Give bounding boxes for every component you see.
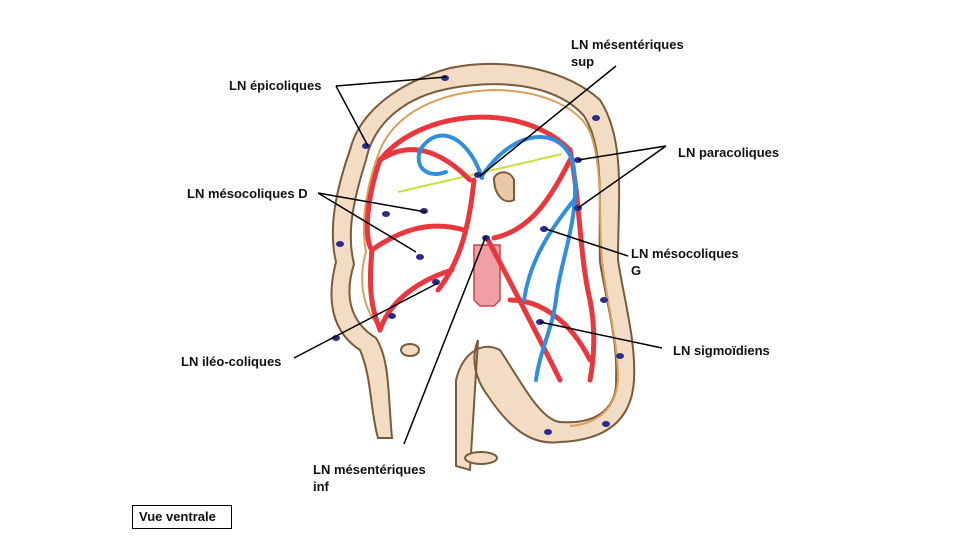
pointer-mesocoliques-g bbox=[545, 228, 629, 257]
label-ln-mesenteriques-inf: LN mésentériques inf bbox=[313, 461, 426, 495]
label-ln-mesocoliques-d: LN mésocoliques D bbox=[187, 186, 308, 201]
pointer-sigmoidiens bbox=[539, 321, 663, 349]
rectum-end bbox=[464, 451, 498, 465]
lymph-node bbox=[362, 143, 370, 149]
ileocolic-artery bbox=[377, 267, 455, 333]
label-ln-ileo-coliques: LN iléo-coliques bbox=[181, 354, 282, 369]
label-ln-sigmoidiens: LN sigmoïdiens bbox=[673, 343, 770, 358]
label-line-1: LN mésentériques bbox=[571, 37, 684, 52]
arteries bbox=[364, 114, 597, 383]
lymph-node bbox=[616, 353, 624, 359]
inferior-mesenteric-vein bbox=[480, 135, 578, 382]
lymph-node bbox=[336, 241, 344, 247]
left-colic-artery bbox=[491, 157, 573, 241]
label-ln-paracoliques: LN paracoliques bbox=[678, 145, 780, 160]
lymph-node bbox=[592, 115, 600, 121]
label-ln-mesenteriques-sup: LN mésentériques sup bbox=[571, 36, 684, 70]
pointer-mesocoliques-d bbox=[317, 192, 427, 253]
veins bbox=[416, 133, 578, 382]
superior-mesenteric-artery bbox=[435, 177, 477, 293]
superior-mesenteric-vein bbox=[416, 133, 484, 180]
lymph-node bbox=[600, 297, 608, 303]
lymph-node bbox=[602, 421, 610, 427]
view-caption: Vue ventrale bbox=[132, 505, 232, 529]
label-line-2: sup bbox=[571, 54, 595, 69]
colon-wall bbox=[330, 62, 636, 472]
label-ln-mesocoliques-g: LN mésocoliques G bbox=[631, 245, 739, 279]
left-colic-vein bbox=[522, 198, 576, 302]
lymph-node bbox=[388, 313, 396, 319]
label-line-2: inf bbox=[313, 479, 329, 494]
lymph-node bbox=[544, 429, 552, 435]
duodenojejunal-stump bbox=[492, 171, 515, 203]
colon-inner-band bbox=[361, 88, 620, 427]
aorta bbox=[473, 244, 501, 307]
marginal-artery-top bbox=[377, 114, 573, 163]
lymph-node bbox=[416, 254, 424, 260]
ileum-stump bbox=[400, 343, 420, 357]
lymph-node bbox=[382, 211, 390, 217]
inferior-mesenteric-artery bbox=[485, 237, 563, 383]
pointer-paracoliques bbox=[577, 145, 667, 209]
colon bbox=[330, 62, 636, 472]
lymph-node bbox=[474, 172, 482, 178]
label-ln-epicoliques: LN épicoliques bbox=[229, 78, 322, 93]
marginal-artery-right bbox=[364, 157, 383, 333]
pointer-lines bbox=[293, 65, 667, 445]
pointer-mesenteriques-inf bbox=[403, 235, 487, 445]
pointer-ileo-coliques bbox=[293, 282, 439, 359]
pointer-mesenteriques-sup bbox=[479, 65, 617, 177]
middle-colic-artery bbox=[377, 147, 473, 183]
label-line-1: LN mésentériques bbox=[313, 462, 426, 477]
right-colic-artery bbox=[369, 223, 467, 253]
lymph-node bbox=[540, 226, 548, 232]
pointer-epicoliques bbox=[335, 76, 447, 147]
label-line-2: G bbox=[631, 263, 642, 278]
label-line-1: LN mésocoliques bbox=[631, 246, 739, 261]
